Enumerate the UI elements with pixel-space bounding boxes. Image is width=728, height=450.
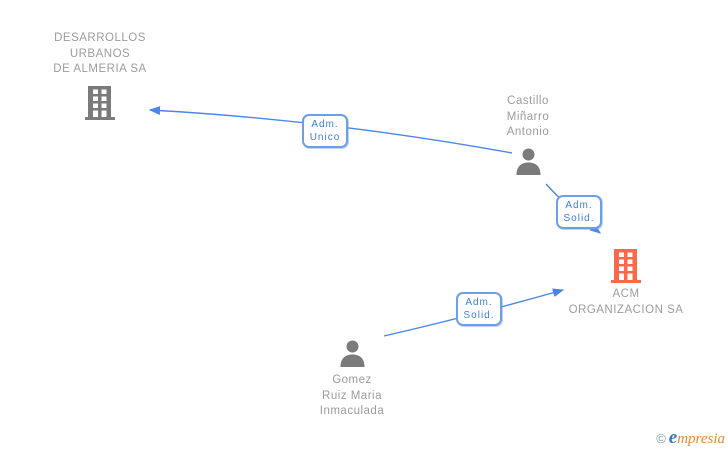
node-castillo-minarro-antonio[interactable]: Castillo Miñarro Antonio: [458, 94, 598, 175]
empresia-logo[interactable]: © e mpresia: [656, 427, 725, 449]
node-desarrollos-urbanos[interactable]: DESARROLLOS URBANOS DE ALMERIA SA: [30, 31, 170, 120]
node-acm-organizacion[interactable]: ACM ORGANIZACION SA: [556, 249, 696, 318]
edge-label-adm-solid-castillo[interactable]: Adm. Solid.: [556, 195, 602, 229]
node-gomez-ruiz-maria[interactable]: Gomez Ruiz Maria Inmaculada: [282, 340, 422, 420]
node-label-line: Miñarro: [506, 110, 550, 123]
node-label-line: Inmaculada: [319, 405, 385, 417]
edge-label-line: Solid.: [563, 213, 595, 224]
edge-label-line: Adm.: [311, 119, 339, 130]
empresia-logo-e: e: [668, 427, 678, 448]
building-icon: [30, 85, 170, 120]
node-label-line: Castillo: [507, 95, 549, 107]
node-label-line: Gomez: [332, 374, 372, 386]
building-icon: [556, 249, 696, 283]
person-icon: [458, 148, 598, 175]
node-label-line: ACM: [612, 288, 640, 300]
node-label-line: Antonio: [506, 126, 550, 138]
edge-label-line: Adm.: [465, 297, 493, 308]
edge-label-line: Solid.: [463, 310, 495, 321]
person-icon: [282, 340, 422, 367]
node-label-line: ORGANIZACION SA: [568, 303, 684, 316]
edge-label-adm-solid-gomez[interactable]: Adm. Solid.: [456, 292, 502, 326]
node-label-line: Ruiz Maria: [322, 389, 382, 402]
copyright-symbol: ©: [656, 431, 666, 446]
edge-label-adm-unico[interactable]: Adm. Unico: [302, 114, 348, 148]
node-label-line: DE ALMERIA SA: [53, 63, 147, 75]
edge-label-line: Adm.: [565, 200, 593, 211]
node-label-line: URBANOS: [69, 47, 131, 60]
empresia-logo-text: mpresia: [677, 431, 725, 447]
edge-label-line: Unico: [309, 132, 341, 143]
node-label-line: DESARROLLOS: [54, 32, 146, 44]
